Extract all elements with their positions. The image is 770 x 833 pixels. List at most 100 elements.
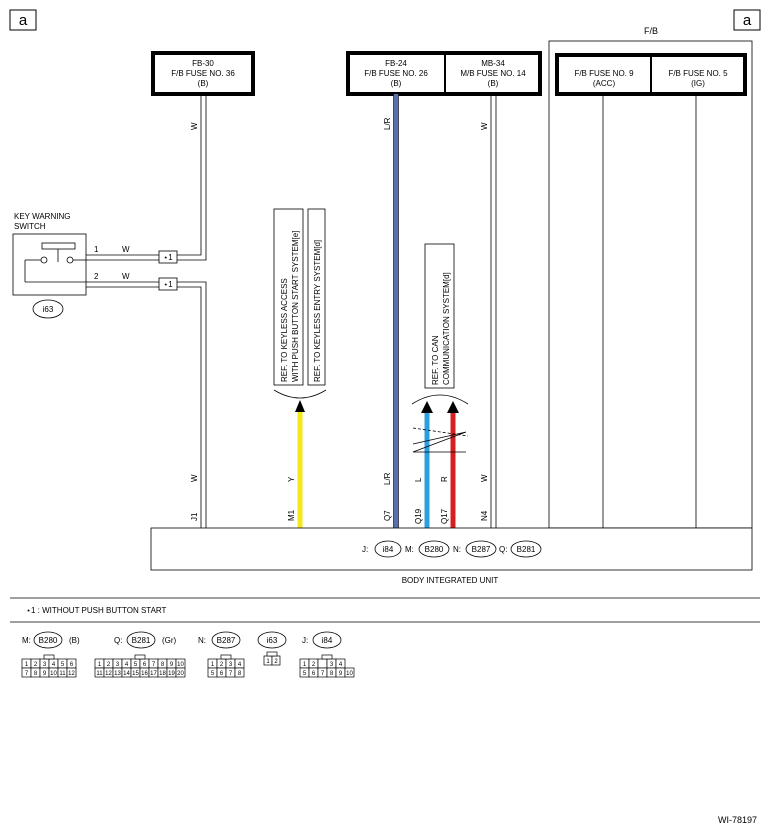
legend-prefix: J: (302, 636, 308, 645)
svg-text:F/B FUSE NO. 9: F/B FUSE NO. 9 (574, 69, 634, 78)
pin-number: 8 (161, 662, 165, 668)
corner-label-left: a (19, 12, 28, 29)
svg-text:F/B FUSE NO. 5: F/B FUSE NO. 5 (668, 69, 728, 78)
pin-number: 1 (211, 662, 215, 668)
terminal-m1: M1 (287, 509, 296, 521)
svg-text:REF. TO CAN: REF. TO CAN (431, 335, 440, 385)
pin-number: 10 (50, 671, 57, 677)
legend-prefix: Q: (114, 636, 122, 645)
pin-number: 4 (238, 662, 242, 668)
figure-id: WI-78197 (718, 815, 757, 825)
pin-number: 17 (150, 671, 157, 677)
marker-box-2 (158, 277, 178, 291)
pin-number: 2 (107, 662, 111, 668)
terminal-n4: N4 (480, 510, 489, 521)
legend-code: B280 (39, 636, 58, 645)
svg-text:REF. TO KEYLESS ENTRY SYSTEM[d: REF. TO KEYLESS ENTRY SYSTEM[d] (313, 240, 322, 382)
pin-cell (317, 658, 328, 669)
corner-label-right: a (743, 12, 752, 29)
pin-cell (234, 667, 245, 678)
label-l: L (414, 477, 423, 482)
pin-number: 5 (303, 671, 307, 677)
svg-text:B281: B281 (517, 545, 536, 554)
terminal-j1: J1 (190, 512, 199, 521)
arrow-y (295, 400, 305, 412)
pin-number: 3 (43, 662, 47, 668)
legend-code: B281 (132, 636, 151, 645)
svg-text:M:: M: (405, 545, 414, 554)
pin-number: 5 (134, 662, 138, 668)
pin-number: 4 (52, 662, 56, 668)
svg-text:i84: i84 (383, 545, 394, 554)
pin-cell (66, 667, 77, 678)
pin-number: 8 (34, 671, 38, 677)
svg-text:J:: J: (362, 545, 368, 554)
marker-1: ⋆1 (163, 253, 173, 262)
pin-number: 16 (141, 671, 148, 677)
corner-box-right (733, 9, 761, 31)
unit-connectors: J: i84 M: B280 N: B287 Q: B281 (362, 540, 542, 558)
svg-text:W: W (122, 272, 130, 281)
svg-text:Q:: Q: (499, 545, 507, 554)
svg-text:SWITCH: SWITCH (14, 222, 46, 231)
pin-number: 13 (114, 671, 121, 677)
svg-text:FB-24: FB-24 (385, 59, 407, 68)
pin-number: 4 (125, 662, 129, 668)
svg-text:(B): (B) (391, 79, 402, 88)
svg-text:REF. TO KEYLESS ACCESS: REF. TO KEYLESS ACCESS (280, 278, 289, 382)
pin-number: 9 (339, 671, 343, 677)
label-lr-bottom: L/R (383, 472, 392, 485)
pin-number: 2 (34, 662, 38, 668)
pin-number: 7 (152, 662, 156, 668)
pin-number: 6 (312, 671, 316, 677)
note: ⋆1 : WITHOUT PUSH BUTTON START (26, 606, 167, 615)
wire-j1-w (86, 281, 207, 528)
pin-number: 3 (116, 662, 120, 668)
svg-text:B280: B280 (425, 545, 444, 554)
pin-number: 11 (59, 671, 66, 677)
svg-text:WITH PUSH BUTTON START SYSTEM[: WITH PUSH BUTTON START SYSTEM[e] (291, 231, 300, 382)
pin-cell (344, 667, 355, 678)
ref-keyless-brace (273, 389, 327, 399)
fb-enclosure (548, 40, 753, 529)
pin-number: 4 (339, 662, 343, 668)
pin-number: 6 (220, 671, 224, 677)
pin-number: 5 (61, 662, 65, 668)
ref-can: REF. TO CAN COMMUNICATION SYSTEM[d] (424, 243, 455, 389)
pin-number: 12 (105, 671, 112, 677)
legend-code: i84 (322, 636, 333, 645)
svg-text:COMMUNICATION SYSTEM[d]: COMMUNICATION SYSTEM[d] (442, 272, 451, 385)
svg-text:1: 1 (94, 245, 99, 254)
ref-keyless-access: REF. TO KEYLESS ACCESS WITH PUSH BUTTON … (273, 208, 304, 386)
pin-number: 2 (274, 659, 278, 665)
label-w-n4: W (480, 474, 489, 482)
svg-text:(B): (B) (198, 79, 209, 88)
legend-color: (B) (69, 636, 80, 645)
pin-number: 15 (132, 671, 139, 677)
pin-number: 6 (70, 662, 74, 668)
svg-text:M/B FUSE NO. 14: M/B FUSE NO. 14 (460, 69, 526, 78)
pin-number: 11 (96, 671, 103, 677)
unit-name: BODY INTEGRATED UNIT (402, 576, 499, 585)
pin-number: 7 (229, 671, 233, 677)
svg-text:FB-30: FB-30 (192, 59, 214, 68)
pin-number: 1 (25, 662, 29, 668)
pin-number: 18 (159, 671, 166, 677)
pin-number: 20 (177, 671, 184, 677)
key-warning-switch: KEY WARNING SWITCH 1 2 W W i63 (12, 212, 130, 319)
pin-number: 3 (229, 662, 233, 668)
pin-number: 3 (330, 662, 334, 668)
switch-connector: i63 (43, 305, 54, 314)
label-w-top: W (190, 122, 199, 130)
pin-number: 19 (168, 671, 175, 677)
pin-number: 10 (346, 671, 353, 677)
svg-text:F/B FUSE NO. 36: F/B FUSE NO. 36 (171, 69, 235, 78)
label-y: Y (287, 476, 296, 482)
pin-number: 1 (98, 662, 102, 668)
pin-number: 2 (312, 662, 316, 668)
